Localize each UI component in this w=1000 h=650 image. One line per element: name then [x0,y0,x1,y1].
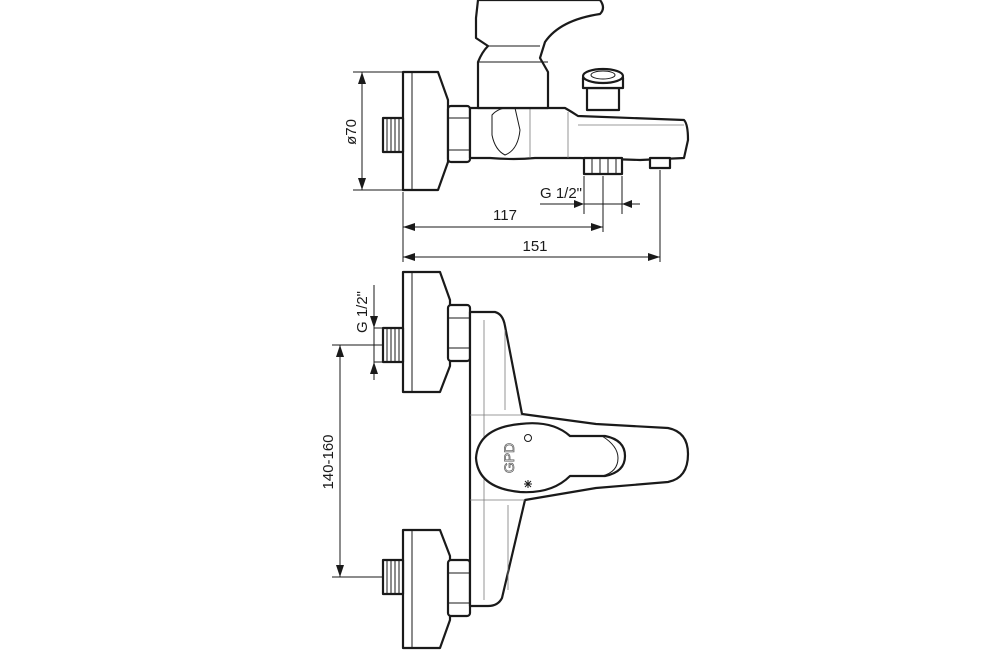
lever-handle-side [474,0,605,110]
dim-flange-diameter: ø70 [343,71,403,191]
cold-indicator-icon [524,480,532,488]
dim-flange-diameter-label: ø70 [343,119,360,145]
wall-flange-side [401,70,450,192]
aerator-side [648,156,672,170]
dim-length-to-outlet: 117 [402,176,604,262]
dim-overall-length: 151 [403,170,661,262]
diverter-knob-side [581,67,625,112]
hex-nut-upper [446,303,472,363]
brand-logo: GPD [501,443,517,473]
mixer-body-side [468,106,690,162]
hex-nut-lower [446,558,472,618]
side-view: ø70 G 1/2" 117 151 [343,0,690,262]
dim-inlet-spacing: 140-160 [320,344,383,578]
inlet-thread-lower [381,558,405,596]
dim-inlet-spacing-label: 140-160 [320,434,337,489]
hot-indicator-icon [524,434,532,442]
dim-length-to-outlet-label: 117 [493,207,517,224]
hex-nut-side [446,104,472,164]
wall-flange-lower [401,528,452,650]
dim-inlet-thread: G 1/2" [354,285,383,380]
inlet-thread-upper [381,326,405,364]
top-view: GPD G 1/2" 140-160 [320,270,690,650]
dim-outlet-thread-label: G 1/2" [540,185,582,202]
dim-overall-length-label: 151 [522,238,547,255]
wall-flange-upper [401,270,452,394]
dim-outlet-thread: G 1/2" [540,176,640,214]
outlet-thread-side [582,156,624,176]
inlet-thread-side [381,116,405,154]
lever-handle-top [474,422,627,494]
dim-inlet-thread-label: G 1/2" [354,291,371,333]
